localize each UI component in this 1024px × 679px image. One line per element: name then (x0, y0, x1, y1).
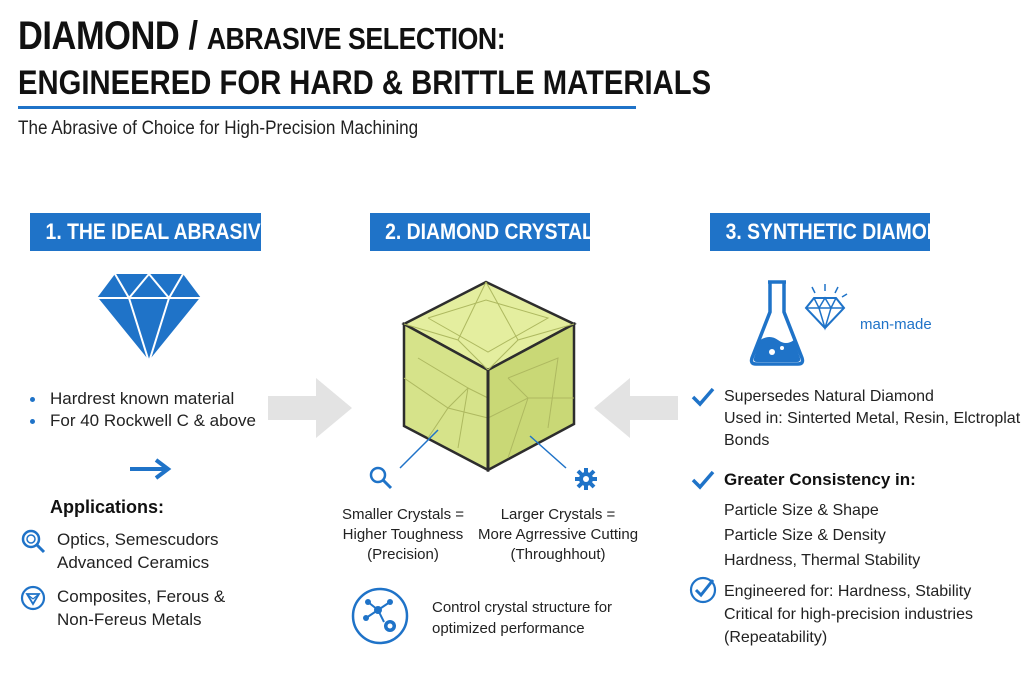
large-crystals-caption: Larger Crystals = More Agrressive Cuttin… (478, 505, 638, 565)
composite-badge-icon (20, 585, 46, 611)
flow-arrow-left-icon (594, 378, 678, 438)
magnifier-small-icon (369, 466, 393, 490)
consistency-title: Greater Consistency in: (724, 470, 916, 489)
page-title-line1: DIAMOND / ABRASIVE SELECTION: (18, 14, 506, 59)
application-optics: Optics, Semescudors Advanced Ceramics (57, 528, 219, 574)
large-crystals-line3: (Throughhout) (510, 546, 606, 563)
sparkle-diamond-icon (804, 284, 848, 331)
consistency-line3: Hardness, Thermal Stability (724, 552, 921, 569)
app1-line2: Advanced Ceramics (57, 553, 210, 572)
col1-bullets: Hardrest known material For 40 Rockwell … (28, 388, 256, 432)
col2-heading: 2. DIAMOND CRYSTALS (370, 213, 607, 251)
man-made-label: man-made (860, 316, 932, 333)
flask-icon (749, 280, 805, 366)
arrow-right-icon (130, 458, 172, 480)
title-underline (18, 106, 636, 109)
page-subtitle: The Abrasive of Choice for High-Precisio… (18, 118, 419, 139)
check3-line2: Critical for high-precision industries (724, 606, 973, 623)
bullet-item: For 40 Rockwell C & above (28, 410, 256, 432)
large-crystals-line1: Larger Crystals = (500, 506, 616, 523)
app2-line1: Composites, Ferous & (57, 587, 226, 606)
diamond-icon (96, 272, 202, 364)
check1-line2: Used in: Sinterted Metal, Resin, Elctrop… (724, 410, 1021, 427)
app1-line1: Optics, Semescudors (57, 530, 219, 549)
consistency-line2: Particle Size & Density (724, 527, 886, 544)
col1-heading-text: 1. THE IDEAL ABRASIVE (45, 219, 274, 244)
control-structure-text: Control crystal structure for optimized … (432, 597, 612, 639)
small-crystals-line2: Higher Toughness (342, 526, 464, 543)
small-crystals-line1: Smaller Crystals = (341, 506, 465, 523)
page-title-line2: ENGINEERED FOR HARD & BRITTLE MATERIALS (18, 64, 712, 102)
control-line2: optimized performance (432, 620, 585, 637)
check3-line3: (Repeatability) (724, 629, 828, 646)
large-crystals-line2: More Agrressive Cutting (478, 526, 639, 543)
bullet-item: Hardrest known material (28, 388, 256, 410)
consistency-list: Particle Size & Shape Particle Size & De… (724, 498, 920, 573)
check1-line3: Bonds (724, 432, 770, 449)
application-composites: Composites, Ferous & Non-Fereus Metals (57, 585, 225, 631)
leader-lines (399, 429, 567, 469)
col1-heading: 1. THE IDEAL ABRASIVE (30, 213, 274, 251)
small-crystals-line3: (Precision) (367, 546, 439, 563)
title-sub: ABRASIVE SELECTION: (206, 21, 506, 56)
consistency-line1: Particle Size & Shape (724, 502, 879, 519)
magnifier-icon (21, 529, 46, 554)
col2-heading-text: 2. DIAMOND CRYSTALS (385, 219, 607, 244)
applications-title: Applications: (50, 497, 165, 517)
control-line1: Control crystal structure for (432, 599, 613, 616)
check3-text: Engineered for: Hardness, Stability Crit… (724, 580, 973, 649)
flow-arrow-right-icon (268, 378, 352, 438)
check-circle-icon (689, 576, 717, 604)
check-icon (691, 470, 715, 490)
small-crystals-caption: Smaller Crystals = Higher Toughness (Pre… (338, 505, 468, 565)
check1-text: Supersedes Natural Diamond Used in: Sint… (724, 386, 1020, 452)
col3-heading-text: 3. SYNTHETIC DIAMOND (725, 219, 955, 244)
app2-line2: Non-Fereus Metals (57, 610, 202, 629)
diamond-crystal-cube (401, 280, 577, 473)
gear-icon (575, 468, 597, 490)
check3-line1: Engineered for: Hardness, Stability (724, 583, 972, 600)
check-icon (691, 387, 715, 407)
col3-heading: 3. SYNTHETIC DIAMOND (710, 213, 955, 251)
network-gear-icon (351, 587, 409, 645)
check1-line1: Supersedes Natural Diamond (724, 388, 934, 405)
title-main: DIAMOND / (18, 14, 207, 58)
